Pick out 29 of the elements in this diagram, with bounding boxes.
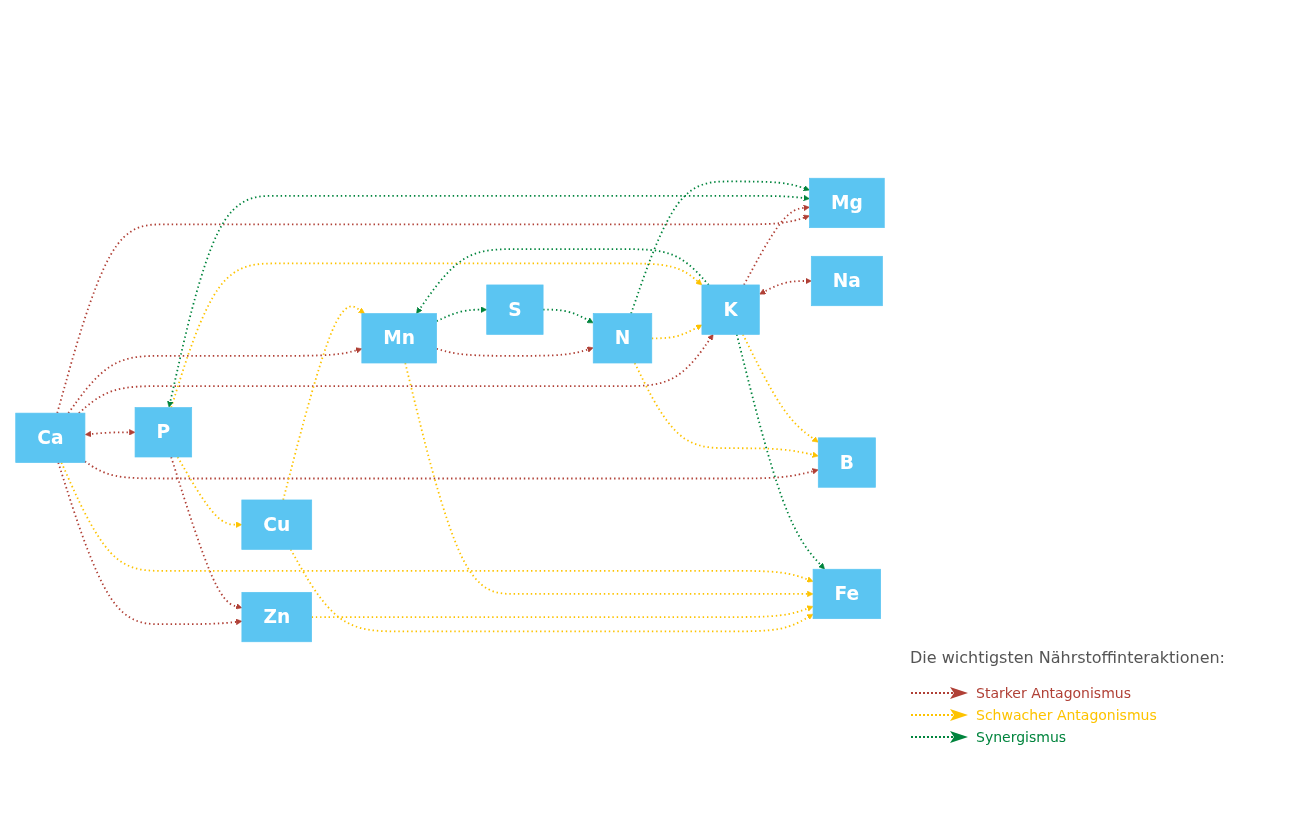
node-box: N (592, 313, 653, 364)
arrow (84, 460, 819, 480)
arrow (60, 461, 814, 583)
arrow (84, 429, 136, 438)
node-box: Zn (241, 592, 312, 643)
node-box: Na (810, 255, 883, 307)
arrow (416, 248, 710, 314)
legend-text: Schwacher Antagonismus (976, 707, 1157, 723)
arrow (57, 461, 243, 626)
arrow (759, 277, 812, 295)
legend-text: Synergismus (976, 729, 1067, 745)
node-box: Mn (361, 313, 437, 364)
arrow (650, 324, 703, 340)
arrow (435, 346, 594, 357)
arrow (67, 347, 363, 415)
node-box: Mg (809, 177, 885, 228)
node-box: K (701, 284, 760, 335)
arrow (56, 214, 810, 415)
arrow (167, 194, 810, 408)
arrow (435, 306, 487, 323)
legend-text: Starker Antagonismus (976, 685, 1131, 701)
arrow (310, 605, 814, 618)
node-box: Cu (241, 499, 313, 550)
node-box: P (134, 407, 193, 458)
node-box: Fe (812, 568, 881, 619)
node-box: S (486, 284, 544, 335)
legend-title: Die wichtigsten Nährstoffinteraktionen: (910, 648, 1226, 667)
node-box: Ca (15, 412, 86, 463)
node-box: B (817, 437, 876, 488)
